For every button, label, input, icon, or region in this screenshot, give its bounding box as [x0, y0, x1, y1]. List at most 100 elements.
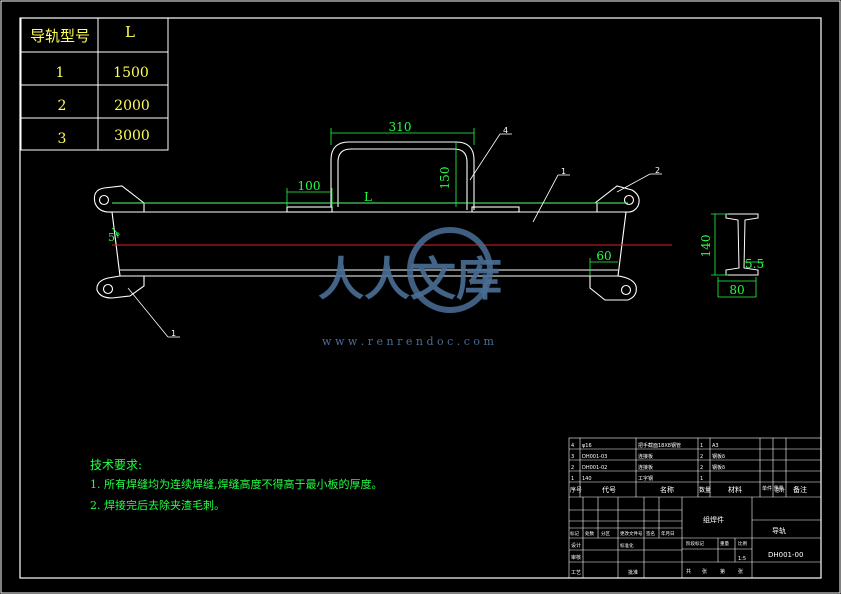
- left-top-lug: [103, 185, 145, 212]
- bom-no: 1: [571, 476, 574, 482]
- technical-notes: 技术要求: 1. 所有焊缝均为连续焊缝,焊缝高度不得高于最小板的厚度。 2. 焊…: [90, 458, 383, 512]
- balloon-part-1: 1: [561, 167, 566, 176]
- handle-inner: [337, 148, 468, 210]
- bom-name: 连接板: [638, 464, 653, 471]
- rail-left-side: [111, 211, 121, 277]
- rail-front-view: [93, 141, 640, 301]
- notes-item: 2. 焊接完后去除夹渣毛刺。: [90, 498, 225, 512]
- drawing-scale: 1:5: [738, 556, 746, 562]
- ibeam-section: [725, 213, 759, 276]
- handle-base-plate-right: [471, 206, 520, 213]
- left-top-lug-round: [93, 187, 113, 213]
- balloon-part-4: 4: [503, 126, 508, 135]
- dim-flange-width: 100: [298, 179, 321, 193]
- bom-qty: 1: [700, 476, 703, 482]
- rail-right-side: [617, 211, 627, 277]
- bom-qty: 2: [700, 465, 703, 471]
- dim-handle-height: 150: [438, 167, 452, 190]
- bom-header: 材料: [728, 485, 742, 494]
- tb-label: 张: [702, 568, 707, 575]
- notes-title: 技术要求:: [90, 458, 142, 472]
- right-bottom-hole: [620, 284, 632, 296]
- spec-cell-model: 1: [56, 65, 65, 81]
- spec-cell-length: 1500: [113, 65, 149, 81]
- tb-label: 第: [720, 568, 725, 575]
- spec-cell-model: 3: [58, 131, 67, 147]
- part-name: 组焊件: [703, 515, 724, 524]
- left-top-hole: [98, 194, 110, 206]
- tb-label: 共: [686, 568, 691, 575]
- bom-header: 数量: [699, 486, 711, 494]
- dim-angle: 5°: [108, 231, 121, 244]
- bom-qty: 2: [700, 454, 703, 460]
- tb-label: 设计: [571, 542, 581, 549]
- bom-code: φ16: [582, 443, 592, 449]
- balloon-part-2: 2: [655, 166, 660, 175]
- watermark: 人人文库 w w w . r e n r e n d o c . c o m: [318, 227, 502, 348]
- right-bottom-lug: [589, 275, 637, 301]
- bom-no: 3: [571, 454, 574, 460]
- bom-qty: 1: [700, 443, 703, 449]
- spec-cell-model: 2: [58, 98, 67, 114]
- tb-label: 批准: [628, 569, 638, 576]
- dimension-lines: [111, 128, 628, 276]
- dim-section-width: 80: [729, 283, 744, 297]
- inner-frame: [19, 17, 822, 579]
- bom-header: 备注: [793, 485, 807, 494]
- ibeam-dimensions: [711, 213, 764, 298]
- tb-label: 重量: [720, 540, 729, 547]
- bom-no: 2: [571, 465, 574, 471]
- bom-name: 把手截面18X8钢管: [638, 442, 681, 449]
- handle-outer: [330, 141, 475, 210]
- dim-handle-width: 310: [389, 120, 412, 134]
- spec-header-model: 导轨型号: [30, 27, 90, 45]
- spec-cell-length: 2000: [114, 98, 150, 114]
- right-top-hole: [623, 194, 635, 206]
- left-bottom-lug: [96, 275, 145, 299]
- tb-label: 分区: [601, 530, 610, 537]
- handle-base-plate-left: [286, 206, 333, 213]
- tb-label: 标准化: [620, 542, 634, 549]
- bom-header: 单件 重量: [762, 485, 784, 492]
- spec-header-length: L: [125, 23, 135, 41]
- balloon-part-1-lower: 1: [171, 329, 176, 338]
- bom-header: 名称: [660, 485, 674, 494]
- bom-material: 钢板δ: [712, 464, 725, 471]
- bom-name: 工字钢: [638, 475, 653, 482]
- title-block-text: 4 φ16 把手截面18X8钢管 1 A3 3 DH001-03 连接板 2 钢…: [570, 442, 807, 576]
- tb-label: 处数: [585, 530, 594, 537]
- left-bottom-hole: [102, 283, 114, 295]
- tb-label: 标记: [570, 530, 579, 537]
- dim-section-height: 140: [699, 235, 713, 258]
- spec-table: 导轨型号 L 1 1500 2 2000 3 3000: [20, 17, 169, 151]
- dim-end-plate: 60: [596, 249, 611, 263]
- bom-header: 代号: [602, 485, 616, 494]
- title-block: [568, 437, 822, 579]
- tb-label: 审核: [571, 554, 581, 561]
- bom-code: DH001-02: [582, 465, 607, 471]
- tb-label: 年月日: [661, 530, 675, 537]
- bom-name: 连接板: [638, 453, 653, 460]
- part-leaders: [127, 133, 662, 338]
- tb-label: 阶段标记: [686, 540, 704, 547]
- bom-code: DH001-03: [582, 454, 607, 460]
- spec-cell-length: 3000: [114, 128, 150, 144]
- bom-code: 140: [582, 476, 592, 482]
- dimension-labels: 310 150 100 L 5° 60: [108, 120, 612, 263]
- tb-label: 签名: [646, 530, 655, 537]
- bom-material: 钢板δ: [712, 453, 725, 460]
- watermark-logo-ring: [407, 227, 493, 313]
- drawing-title: 导轨: [772, 526, 786, 535]
- dim-web-thickness: 5.5: [745, 257, 764, 271]
- watermark-url: w w w . r e n r e n d o c . c o m: [322, 335, 494, 348]
- drawing-number: DH001-00: [768, 551, 803, 559]
- bom-no: 4: [571, 443, 574, 449]
- bom-header: 总计: [775, 487, 785, 494]
- watermark-logo-text: 人人文库: [318, 252, 502, 306]
- bom-header: 序号: [570, 486, 582, 494]
- tb-label: 张: [738, 568, 743, 575]
- tb-label: 比例: [738, 540, 747, 547]
- right-top-lug: [594, 185, 640, 213]
